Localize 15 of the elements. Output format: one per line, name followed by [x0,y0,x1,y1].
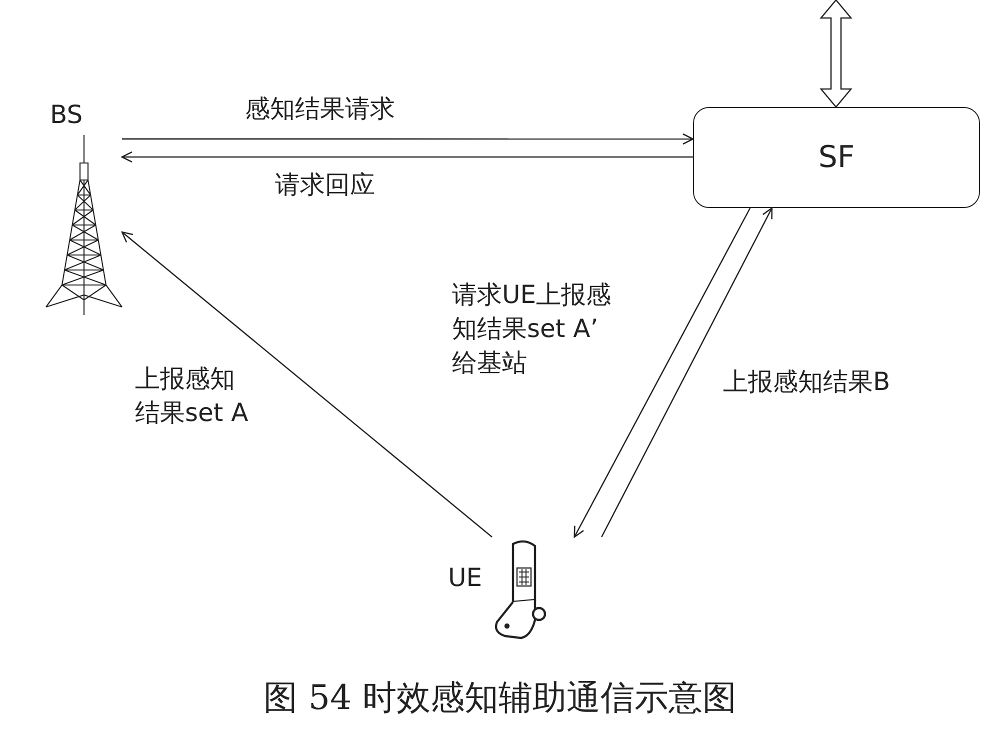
arrow [574,208,751,538]
arrow [121,231,492,538]
arrow [122,133,694,145]
edge-label: 请求UE上报感知结果set A’ 给基站 [452,279,612,379]
edge-label: 请求回应 [275,169,376,201]
device-label: UE [448,563,482,593]
edge-label: 上报感知结果set A [135,363,250,429]
station-label: BS [50,100,83,130]
edge-label: 上报感知结果B [723,366,892,398]
double-arrow [820,0,852,108]
caption: 图 54 时效感知辅助通信示意图 [262,677,738,720]
arrow [601,207,773,538]
function-box: SF [693,107,980,208]
arrow [121,151,693,163]
edge-label: 感知结果请求 [245,93,396,125]
